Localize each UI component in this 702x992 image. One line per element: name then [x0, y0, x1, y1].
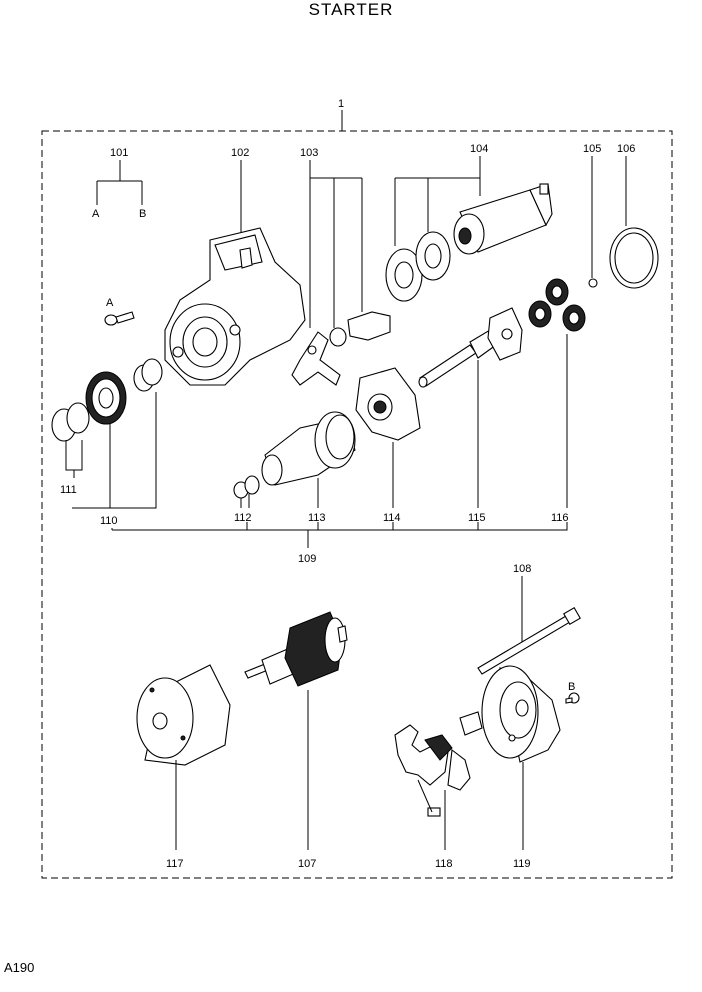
leader-109: [111, 522, 568, 548]
label-111: 111: [60, 484, 77, 496]
solenoid-switch: [453, 183, 553, 255]
assembly-boundary: [41, 130, 673, 879]
lever-plunger: [347, 311, 391, 341]
overrunning-clutch: [261, 411, 356, 486]
snap-ring-111: [51, 402, 90, 442]
lever-spacer: [329, 327, 347, 347]
label-115: 115: [468, 512, 486, 524]
assembly-label: 1: [338, 98, 344, 110]
leader-112: [240, 494, 250, 508]
steel-ball: [588, 278, 598, 288]
letter-b-screw: B: [568, 681, 575, 693]
drive-shaft: [418, 307, 523, 388]
retaining-clip: [233, 475, 260, 499]
drive-housing: [164, 227, 306, 386]
leader-111: [65, 440, 83, 478]
screw-b: [565, 692, 580, 704]
through-bolt: [477, 607, 581, 675]
letter-a-101: A: [92, 208, 100, 220]
label-109: 109: [298, 553, 316, 565]
label-114: 114: [383, 512, 401, 524]
label-104: 104: [470, 143, 488, 155]
label-117: 117: [166, 858, 184, 870]
label-108: 108: [513, 563, 531, 575]
rear-end-frame: [481, 665, 561, 763]
leader-104: [394, 156, 481, 246]
label-101: 101: [110, 147, 128, 159]
brush-holder: [394, 711, 483, 817]
label-110: 110: [100, 515, 118, 527]
leader-110: [72, 392, 157, 509]
shift-lever: [291, 331, 341, 386]
page-code: A190: [4, 960, 35, 975]
label-113: 113: [308, 512, 326, 524]
label-107: 107: [298, 858, 316, 870]
leader-103: [309, 160, 363, 328]
label-102: 102: [231, 147, 249, 159]
label-112: 112: [234, 512, 252, 524]
armature: [244, 611, 348, 687]
center-bracket: [355, 367, 421, 441]
label-119: 119: [513, 858, 531, 870]
label-106: 106: [617, 143, 635, 155]
label-105: 105: [583, 143, 601, 155]
clamp-band: [609, 227, 659, 289]
label-118: 118: [435, 858, 453, 870]
yoke-assembly: [136, 664, 231, 766]
gasket-outer: [385, 248, 423, 302]
planetary-gears: [528, 278, 586, 332]
label-116: 116: [551, 512, 569, 524]
gasket-inner: [415, 231, 451, 281]
page-title: STARTER: [308, 0, 394, 19]
pinion-gear: [85, 371, 127, 425]
label-103: 103: [300, 147, 318, 159]
spring-110: [133, 358, 163, 392]
leader-101: [96, 160, 143, 205]
letter-b-101: B: [139, 208, 146, 220]
bolt-a: [104, 311, 135, 326]
letter-a-bolt: A: [106, 297, 114, 309]
